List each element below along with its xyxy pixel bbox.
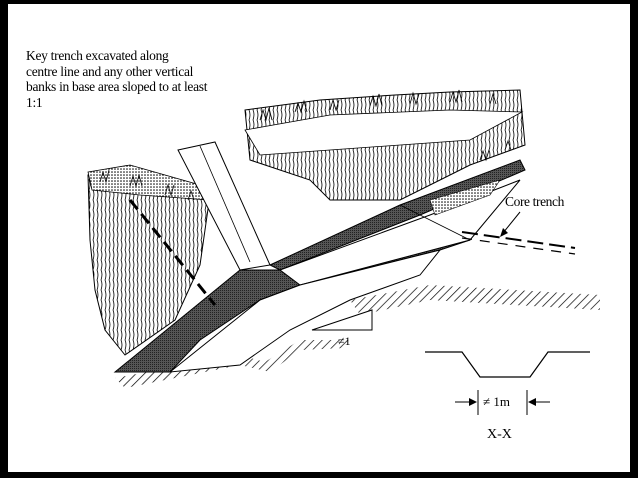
right-bank-top	[244, 109, 524, 156]
caption-line: Key trench excavated along	[26, 48, 169, 63]
centre-line-dashed	[128, 199, 217, 306]
slope-ratio-label: ≠1	[338, 334, 351, 348]
trench-front-face	[168, 249, 442, 373]
width-arrow-left	[455, 398, 477, 406]
cross-section-profile	[425, 351, 590, 378]
right-ground-hatch	[350, 285, 600, 315]
caption-line: banks in base area sloped to at least	[26, 79, 208, 94]
width-arrow-right	[528, 398, 550, 406]
core-trench-lines	[461, 231, 576, 255]
right-trench-slope	[278, 179, 521, 286]
grass-tufts	[99, 89, 512, 201]
slope-ratio-triangle	[311, 309, 373, 331]
core-trench-label: Core trench	[505, 194, 564, 209]
caption-text: Key trench excavated along centre line a…	[26, 48, 236, 110]
caption-line: 1:1	[26, 94, 43, 110]
width-label: ≠ 1m	[483, 394, 510, 409]
core-trench-arrow	[502, 211, 521, 234]
caption-line: centre line and any other vertical	[26, 63, 194, 79]
section-label: X-X	[487, 427, 512, 442]
